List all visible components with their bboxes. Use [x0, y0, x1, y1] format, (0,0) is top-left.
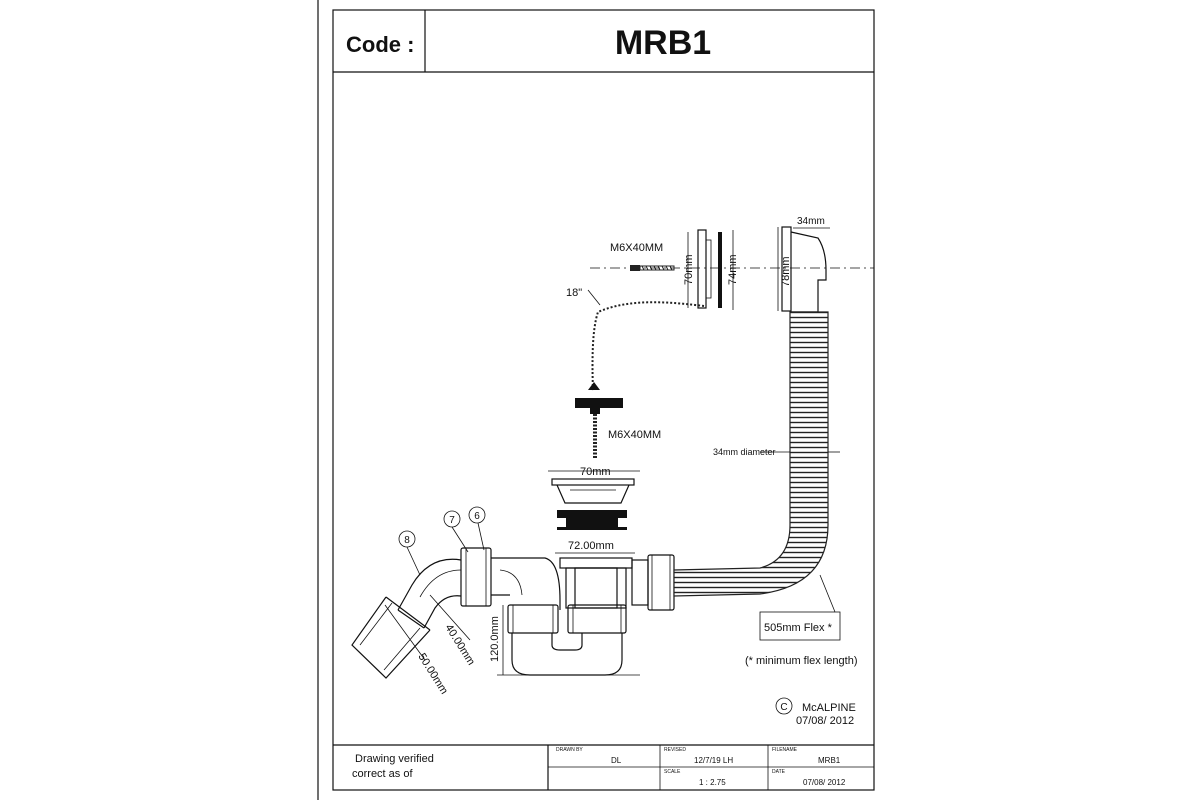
brand-name: McALPINE: [802, 702, 856, 714]
outlet-inner-label: 40.00mm: [442, 622, 476, 667]
overflow-screw: [630, 265, 675, 271]
part-balloon-6: [468, 506, 486, 524]
scale-label: SCALE: [664, 769, 681, 775]
trap-height-label: 120.0mm: [489, 616, 501, 662]
part-7-label: 7: [449, 515, 455, 526]
flex-note: (* minimum flex length): [745, 655, 857, 667]
overflow-plate: [687, 229, 734, 310]
code-value: MRB1: [615, 24, 711, 62]
copyright-symbol: C: [780, 702, 787, 713]
part-6-label: 6: [474, 511, 480, 522]
verified-line1: Drawing verified: [355, 753, 434, 765]
screw-bottom-label: M6X40MM: [608, 429, 661, 441]
screw-top-label: M6X40MM: [610, 242, 663, 254]
flex-length-box: [759, 611, 841, 641]
plug-width-label: 70mm: [580, 466, 611, 478]
chain-length-label: 18": [566, 287, 582, 299]
title-block: [333, 744, 874, 790]
code-label: Code :: [346, 32, 414, 57]
drawn-by-value: DL: [611, 756, 622, 765]
overflow-face-label: 74mm: [727, 254, 739, 285]
chain: [591, 301, 705, 393]
flex-hose: [673, 311, 829, 597]
flex-length-label: 505mm Flex *: [764, 622, 833, 634]
copyright-mark: [775, 697, 793, 715]
filename-value: MRB1: [818, 756, 841, 765]
date-label: DATE: [772, 769, 786, 775]
waste-washer: [557, 510, 627, 530]
revised-label: REVISED: [664, 747, 686, 753]
flex-diameter-label: 34mm diameter: [713, 447, 776, 457]
verified-line2: correct as of: [352, 768, 413, 780]
outlet-outer-label: 50.00mm: [415, 651, 449, 696]
overflow-height-label: 78mm: [780, 256, 792, 287]
plug-height-label: 70mm: [683, 254, 695, 285]
part-8-label: 8: [404, 535, 410, 546]
bath-plug: [575, 382, 623, 458]
filename-label: FILENAME: [772, 747, 798, 753]
angled-outlet: [351, 558, 462, 679]
waste-grid: [551, 478, 635, 504]
waste-width-label: 72.00mm: [568, 540, 614, 552]
drawing-frame: [332, 9, 875, 791]
trap-assembly: [460, 547, 675, 676]
brand-date: 07/08/ 2012: [796, 715, 854, 727]
scale-value: 1 : 2.75: [699, 778, 726, 787]
overflow-head: [777, 226, 830, 313]
date-value: 07/08/ 2012: [803, 778, 846, 787]
drawn-by-label: DRAWN BY: [556, 747, 583, 753]
revised-value: 12/7/19 LH: [694, 756, 733, 765]
overflow-depth-label: 34mm: [797, 216, 825, 227]
